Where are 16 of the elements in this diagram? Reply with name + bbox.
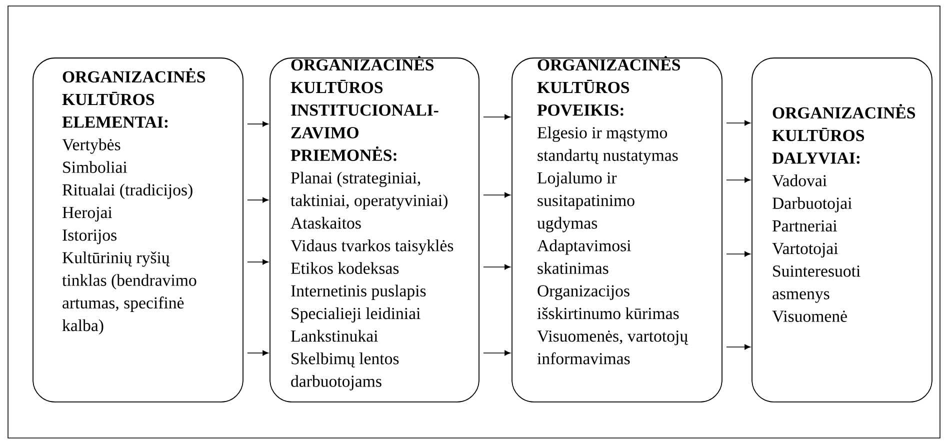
rounded-box: ORGANIZACINĖS KULTŪROS POVEIKIS: Elgesio ir mąstymo standartų nustatymas Lojalumo ir susitapatinimo ugdymas Adaptavimosi skatinimas Organizacijos išskirtinumo kūrimas Visuomenės, vartotojų informavimas xyxy=(512,56,722,402)
arrow xyxy=(726,251,750,257)
arrow xyxy=(726,344,750,350)
arrow xyxy=(247,121,268,127)
arrow xyxy=(483,192,510,198)
arrow xyxy=(247,197,268,203)
arrow xyxy=(247,350,268,356)
rounded-box: ORGANIZACINĖS KULTŪROS ELEMENTAI: Vertybės Simboliai Ritualai (tradicijos) Herojai Istorijos Kultūrinių ryšių tinklas (bendravimo artumas, specifinė kalba) xyxy=(32,58,244,402)
arrow xyxy=(483,264,510,270)
arrow xyxy=(247,259,268,265)
arrow xyxy=(483,114,510,120)
arrow xyxy=(483,350,510,356)
arrow xyxy=(726,120,750,126)
arrow xyxy=(726,177,750,183)
rounded-box: ORGANIZACINĖS KULTŪROS DALYVIAI: Vadovai Darbuotojai Partneriai Vartotojai Suinteresuoti asmenys Visuomenė xyxy=(752,58,932,402)
rounded-box: ORGANIZACINĖS KULTŪROS INSTITUCIONALI-ZAVIMO PRIEMONĖS: Planai (strateginiai, taktiniai, operatyviniai) Ataskaitos Vidaus tvarkos taisyklės Etikos kodeksas Internetinis puslapis Specialieji leidiniai Lankstinukai Skelbimų lentos darbuotojams xyxy=(270,56,480,402)
